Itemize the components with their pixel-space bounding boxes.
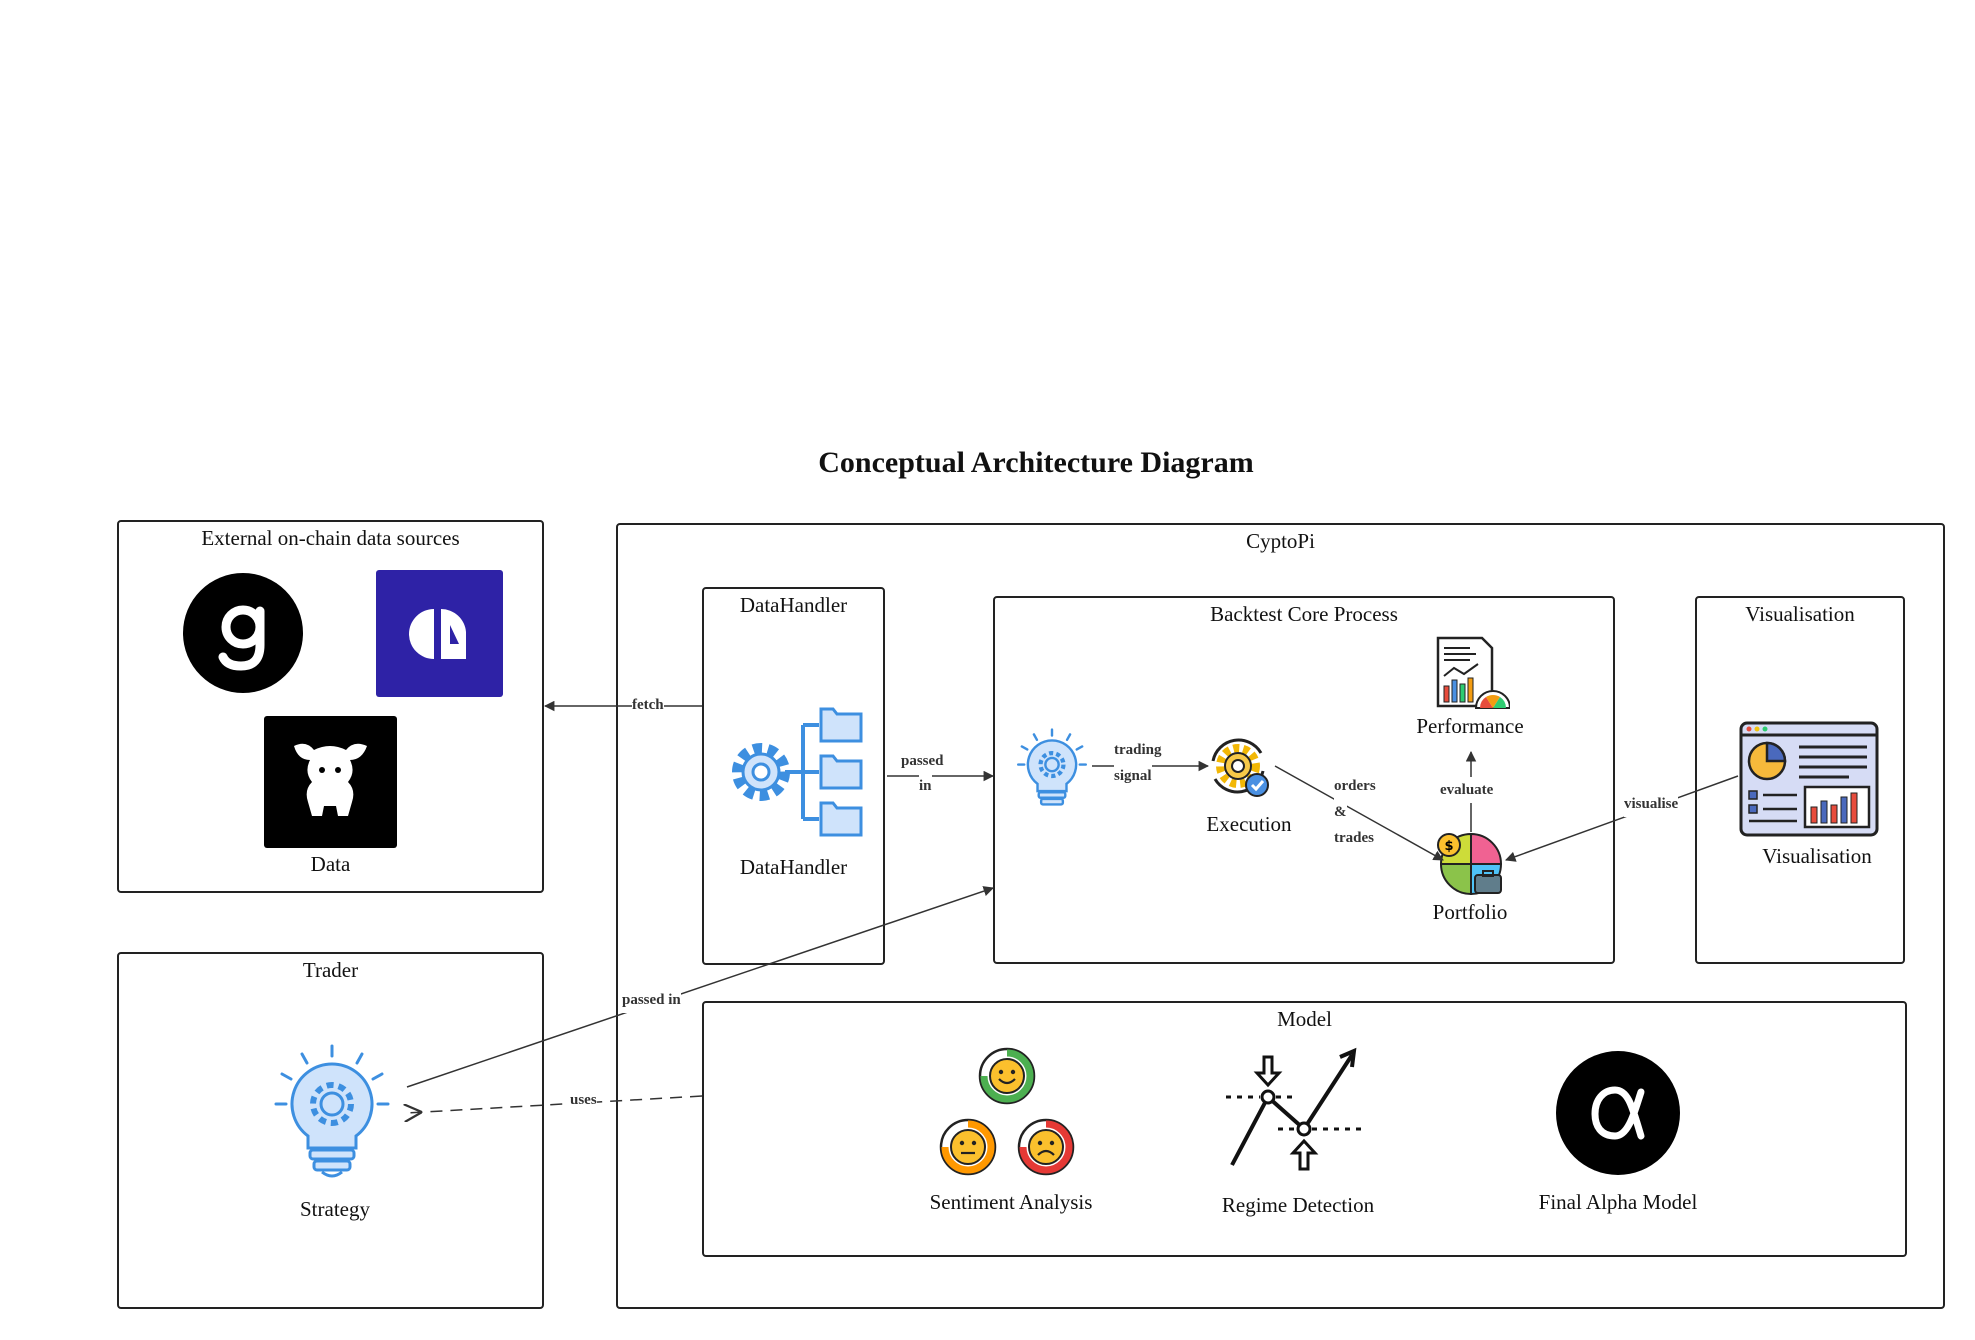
trading-signal-edge-label-1: trading <box>1114 737 1162 763</box>
passed-in-edge-label-1: passed <box>901 748 944 774</box>
evaluate-edge-label: evaluate <box>1440 777 1494 803</box>
passed-in-edge-label-2: in <box>919 773 932 799</box>
final-alpha-model-label: Final Alpha Model <box>1538 1190 1698 1214</box>
alpha-icon <box>1556 1051 1680 1175</box>
performance-report-icon <box>1436 636 1510 709</box>
datahandler-box: DataHandler DataHandler <box>702 587 885 965</box>
portfolio-pie-icon: $ <box>1437 832 1503 896</box>
visualisation-box: Visualisation Visualisation <box>1695 596 1905 964</box>
sentiment-faces-icon <box>939 1047 1075 1176</box>
g-logo-icon <box>183 573 303 693</box>
backtest-core-title: Backtest Core Process <box>1210 602 1398 626</box>
fetch-edge-label: fetch <box>632 692 664 718</box>
iq-logo-icon <box>376 570 503 697</box>
datahandler-label: DataHandler <box>739 855 848 879</box>
orders-trades-edge-label-3: trades <box>1334 825 1374 851</box>
dashboard-icon <box>1739 721 1879 837</box>
trader-box: Trader Strategy <box>117 952 544 1309</box>
trader-title: Trader <box>302 958 359 982</box>
regime-detection-label: Regime Detection <box>1221 1193 1375 1217</box>
visualise-edge-label: visualise <box>1624 791 1679 817</box>
portfolio-label: Portfolio <box>1432 900 1508 924</box>
gear-folders-icon <box>732 707 863 837</box>
uses-edge-label: uses <box>570 1087 597 1113</box>
external-data-sources-title: External on-chain data sources <box>201 526 460 550</box>
page-title: Conceptual Architecture Diagram <box>818 446 1254 479</box>
performance-label: Performance <box>1416 714 1524 738</box>
strategy-label: Strategy <box>300 1197 370 1221</box>
cyptopi-title: CyptoPi <box>1246 529 1315 553</box>
visualisation-title: Visualisation <box>1745 602 1855 626</box>
strategy-passed-in-edge-label: passed in <box>622 987 681 1013</box>
trading-signal-edge-label-2: signal <box>1114 763 1152 789</box>
regime-chart-icon <box>1226 1047 1366 1171</box>
cow-logo-icon <box>264 716 397 848</box>
sentiment-analysis-label: Sentiment Analysis <box>929 1190 1093 1214</box>
lightbulb-gear-icon <box>274 1044 390 1178</box>
lightbulb-gear-icon <box>1017 728 1087 806</box>
datahandler-title: DataHandler <box>739 593 848 617</box>
execution-label: Execution <box>1206 812 1292 836</box>
model-box: Model Sentiment Analysis <box>702 1001 1907 1257</box>
orders-trades-edge-label-1: orders <box>1334 773 1376 799</box>
execution-gear-icon <box>1211 738 1269 797</box>
backtest-core-box: Backtest Core Process Execution <box>993 596 1615 964</box>
data-label: Data <box>310 852 351 876</box>
visualisation-label: Visualisation <box>1762 844 1872 868</box>
orders-trades-edge-label-2: & <box>1334 799 1347 825</box>
external-data-sources-box: External on-chain data sources Data <box>117 520 544 893</box>
svg-text:$: $ <box>1444 839 1453 854</box>
model-title: Model <box>1277 1007 1332 1031</box>
